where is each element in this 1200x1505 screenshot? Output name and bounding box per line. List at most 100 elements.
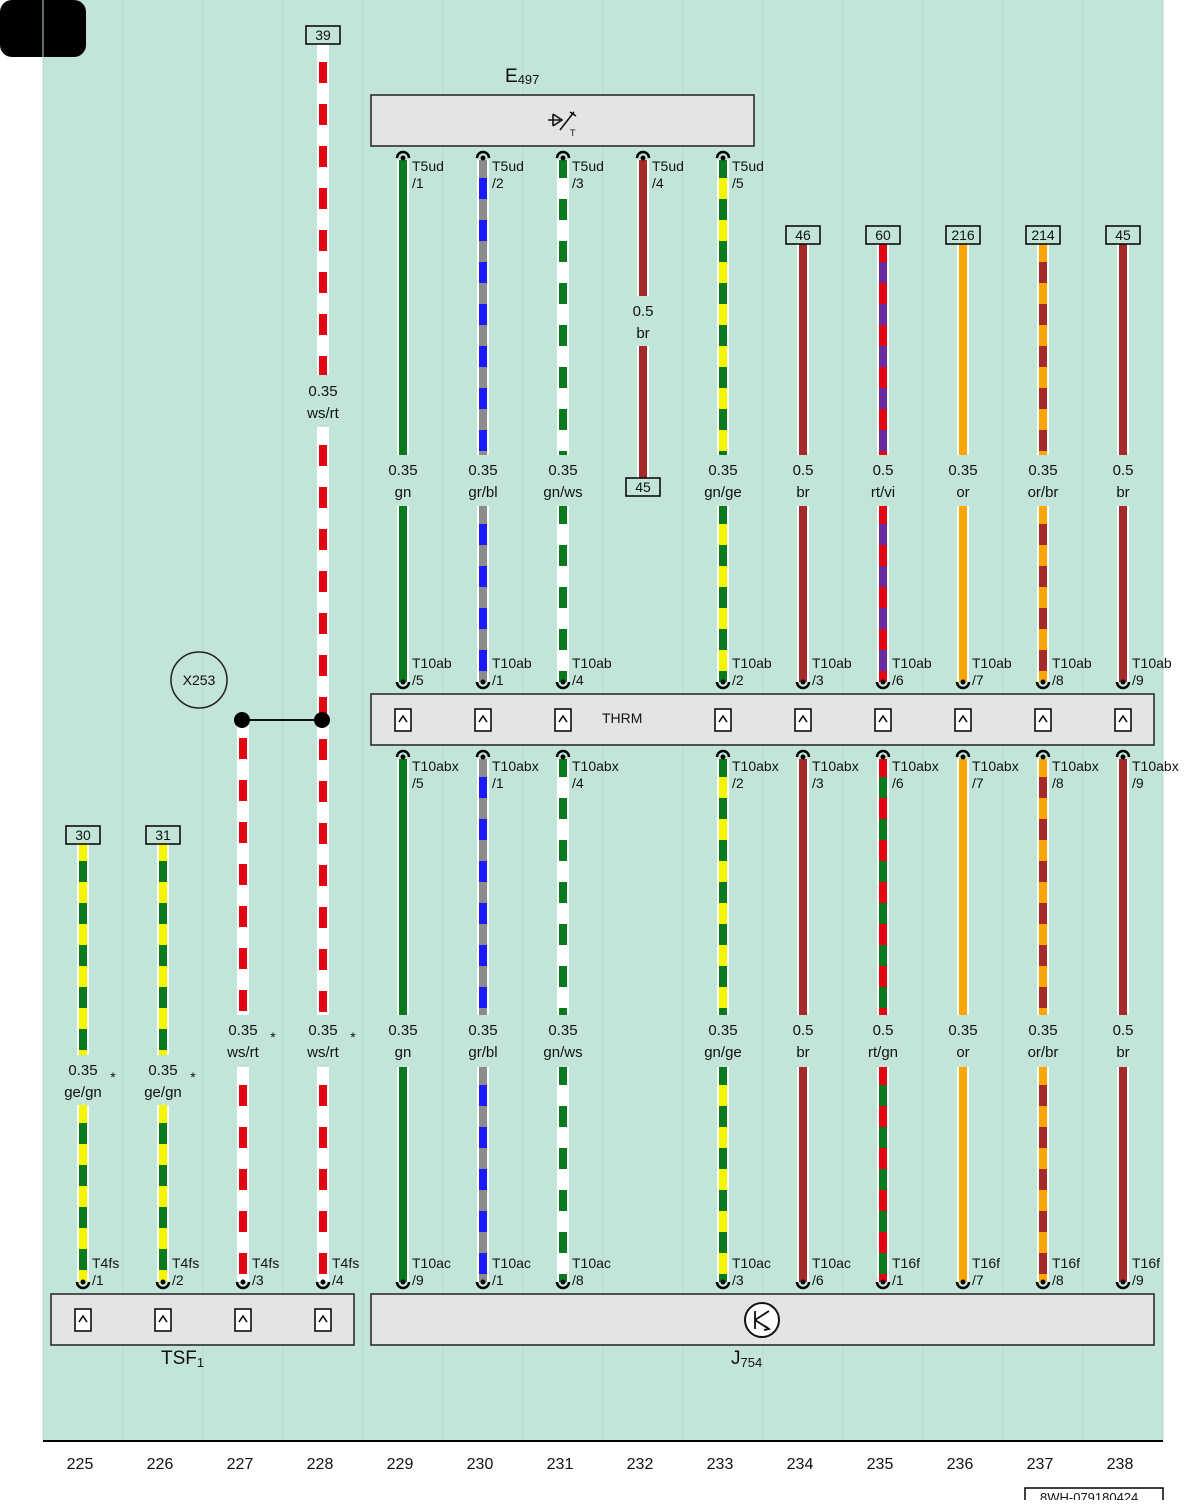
- wire-234[interactable]: [797, 1067, 809, 1282]
- ref-box-228[interactable]: [305, 25, 341, 45]
- pin-marker-top-229[interactable]: [395, 150, 411, 161]
- wire-228[interactable]: [317, 1067, 329, 1282]
- pin-marker-thrm-top-233[interactable]: [715, 679, 731, 690]
- pin-marker-thrm-bottom-237[interactable]: [1035, 749, 1051, 760]
- wire-upper-238[interactable]: [1117, 244, 1129, 455]
- pin-num-bottom-234: /6: [812, 1272, 824, 1288]
- wire-lower-235[interactable]: [877, 759, 889, 1015]
- pin-marker-thrm-top-235[interactable]: [875, 679, 891, 690]
- wire-upper-233[interactable]: [717, 160, 729, 455]
- wire-mid-233[interactable]: [717, 506, 729, 682]
- wire-upper-234[interactable]: [797, 244, 809, 455]
- pin-marker-top-231[interactable]: [555, 150, 571, 161]
- pin-marker-bottom-238[interactable]: [1115, 1279, 1131, 1290]
- wire-upper-236[interactable]: [957, 244, 969, 455]
- wire-lower-230[interactable]: [477, 759, 489, 1015]
- wire-upper-231[interactable]: [557, 160, 569, 455]
- ref-box-end-232[interactable]: [625, 477, 661, 497]
- wire-lower-233[interactable]: [717, 759, 729, 1015]
- wire-mid-238[interactable]: [1117, 506, 1129, 682]
- pin-marker-227[interactable]: [235, 1279, 251, 1290]
- wire-mid-232[interactable]: [637, 346, 649, 478]
- wire-mid-237[interactable]: [1037, 506, 1049, 682]
- thrm-box[interactable]: [370, 693, 1155, 746]
- wire-235[interactable]: [877, 1067, 889, 1282]
- ref-box-225[interactable]: [65, 825, 101, 845]
- wire-227[interactable]: [237, 1067, 249, 1282]
- pin-marker-thrm-top-238[interactable]: [1115, 679, 1131, 690]
- wire-mid-227[interactable]: [237, 720, 249, 1015]
- ref-box-236[interactable]: [945, 225, 981, 245]
- pin-marker-thrm-top-231[interactable]: [555, 679, 571, 690]
- wire-mid-230[interactable]: [477, 506, 489, 682]
- wire-237[interactable]: [1037, 1067, 1049, 1282]
- wire-lower-231[interactable]: [557, 759, 569, 1015]
- wire-mid-236[interactable]: [957, 506, 969, 682]
- pin-marker-top-233[interactable]: [715, 150, 731, 161]
- pin-marker-thrm-top-236[interactable]: [955, 679, 971, 690]
- wire-lower-237[interactable]: [1037, 759, 1049, 1015]
- pin-marker-thrm-bottom-229[interactable]: [395, 749, 411, 760]
- pin-marker-bottom-230[interactable]: [475, 1279, 491, 1290]
- wire-mid-234[interactable]: [797, 506, 809, 682]
- pin-marker-thrm-bottom-235[interactable]: [875, 749, 891, 760]
- pin-marker-bottom-234[interactable]: [795, 1279, 811, 1290]
- wire-mid-225[interactable]: [77, 843, 89, 1055]
- pin-num-bottom-230: /1: [492, 1272, 504, 1288]
- wire-226[interactable]: [157, 1105, 169, 1282]
- wire-upper-229[interactable]: [397, 160, 409, 455]
- wire-lower-238[interactable]: [1117, 759, 1129, 1015]
- thrm-label: THRM: [602, 710, 642, 726]
- wire-229[interactable]: [397, 1067, 409, 1282]
- wire-lower-229[interactable]: [397, 759, 409, 1015]
- pin-marker-top-230[interactable]: [475, 150, 491, 161]
- wire-233[interactable]: [717, 1067, 729, 1282]
- wire-upper-228[interactable]: [317, 44, 329, 375]
- pin-marker-thrm-bottom-238[interactable]: [1115, 749, 1131, 760]
- pin-marker-228[interactable]: [315, 1279, 331, 1290]
- pin-marker-226[interactable]: [155, 1279, 171, 1290]
- pin-num-thrm-bottom-230: /1: [492, 775, 504, 791]
- ref-box-234[interactable]: [785, 225, 821, 245]
- pin-marker-thrm-bottom-230[interactable]: [475, 749, 491, 760]
- pin-marker-thrm-top-237[interactable]: [1035, 679, 1051, 690]
- pin-marker-thrm-top-229[interactable]: [395, 679, 411, 690]
- wire-upper-237[interactable]: [1037, 244, 1049, 455]
- tsf1-box[interactable]: [50, 1293, 355, 1346]
- pin-marker-thrm-top-230[interactable]: [475, 679, 491, 690]
- pin-marker-thrm-bottom-231[interactable]: [555, 749, 571, 760]
- pin-marker-bottom-231[interactable]: [555, 1279, 571, 1290]
- pin-marker-bottom-236[interactable]: [955, 1279, 971, 1290]
- wire-231[interactable]: [557, 1067, 569, 1282]
- pin-marker-thrm-bottom-236[interactable]: [955, 749, 971, 760]
- pin-marker-thrm-bottom-234[interactable]: [795, 749, 811, 760]
- pin-marker-bottom-233[interactable]: [715, 1279, 731, 1290]
- wire-lower-236[interactable]: [957, 759, 969, 1015]
- wire-upper-232[interactable]: [637, 160, 649, 296]
- pin-marker-225[interactable]: [75, 1279, 91, 1290]
- pin-marker-top-232[interactable]: [635, 150, 651, 161]
- wire-230[interactable]: [477, 1067, 489, 1282]
- pin-marker-bottom-229[interactable]: [395, 1279, 411, 1290]
- wire-225[interactable]: [77, 1105, 89, 1282]
- ref-box-235[interactable]: [865, 225, 901, 245]
- pin-marker-bottom-237[interactable]: [1035, 1279, 1051, 1290]
- pin-marker-thrm-top-234[interactable]: [795, 679, 811, 690]
- pin-num-thrm-bottom-231: /4: [572, 775, 584, 791]
- socket-icon-thrm-236: [954, 708, 972, 732]
- wire-mid-229[interactable]: [397, 506, 409, 682]
- wire-238[interactable]: [1117, 1067, 1129, 1282]
- wire-mid-235[interactable]: [877, 506, 889, 682]
- wire-lower-234[interactable]: [797, 759, 809, 1015]
- x253-connector[interactable]: X253: [170, 651, 228, 709]
- ref-box-226[interactable]: [145, 825, 181, 845]
- ref-box-238[interactable]: [1105, 225, 1141, 245]
- wire-236[interactable]: [957, 1067, 969, 1282]
- wire-mid-231[interactable]: [557, 506, 569, 682]
- ref-box-237[interactable]: [1025, 225, 1061, 245]
- wire-upper-235[interactable]: [877, 244, 889, 455]
- wire-mid-226[interactable]: [157, 843, 169, 1055]
- pin-marker-bottom-235[interactable]: [875, 1279, 891, 1290]
- pin-marker-thrm-bottom-233[interactable]: [715, 749, 731, 760]
- wire-upper-230[interactable]: [477, 160, 489, 455]
